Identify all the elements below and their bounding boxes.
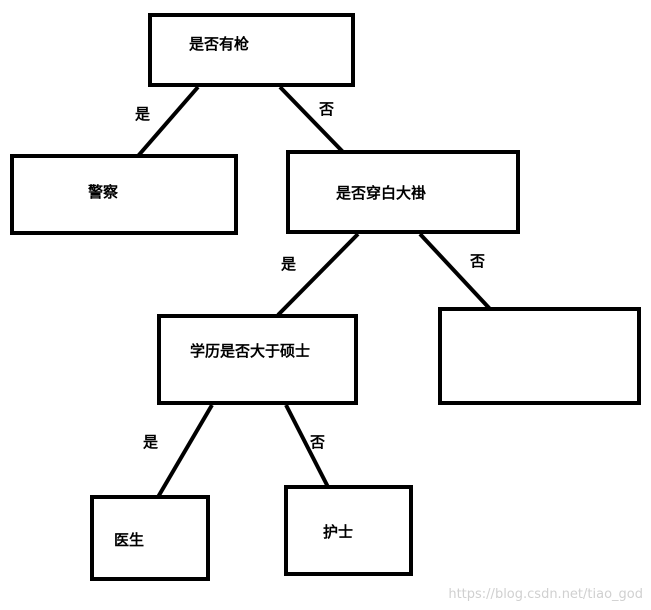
edge-coat-no-label: 否 [470,252,486,270]
node-white-coat-label: 是否穿白大褂 [336,184,427,202]
edge-root-no [278,85,345,154]
edge-degree-no-label: 否 [310,433,326,451]
node-doctor [90,495,210,581]
node-police-label: 警察 [88,183,119,201]
node-nurse-label: 护士 [323,523,354,541]
node-empty [438,307,641,405]
edge-degree-yes-label: 是 [143,433,159,451]
node-degree-label: 学历是否大于硕士 [190,342,311,360]
edge-coat-yes [276,232,360,317]
node-police [10,154,238,235]
edge-root-yes [136,85,200,158]
node-has-gun-label: 是否有枪 [189,35,250,53]
node-nurse [284,485,413,576]
node-has-gun [148,13,355,87]
edge-coat-yes-label: 是 [281,255,297,273]
node-white-coat [286,150,520,234]
node-doctor-label: 医生 [114,531,145,549]
edge-root-no-label: 否 [319,100,335,118]
edge-coat-no [418,232,492,311]
node-degree [157,314,358,405]
edge-degree-yes [156,403,214,499]
edge-degree-no [284,404,330,488]
watermark-text: https://blog.csdn.net/tiao_god [448,587,643,602]
edge-root-yes-label: 是 [135,105,151,123]
